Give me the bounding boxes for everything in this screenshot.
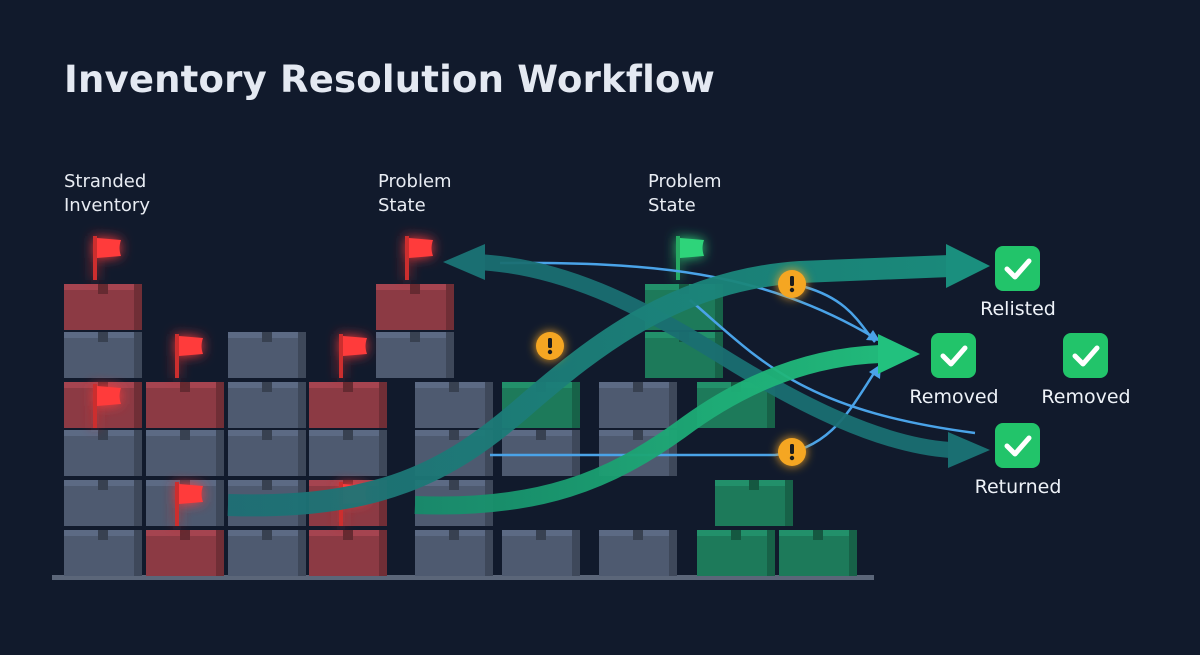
inventory-box bbox=[64, 530, 142, 576]
inventory-box bbox=[228, 382, 306, 428]
label-line: State bbox=[378, 195, 426, 216]
flow-arrows bbox=[227, 244, 990, 517]
inventory-box bbox=[309, 430, 387, 476]
check-badge-relisted bbox=[995, 246, 1040, 291]
inventory-box bbox=[64, 480, 142, 526]
flag-icon bbox=[339, 334, 367, 378]
inventory-box bbox=[502, 530, 580, 576]
inventory-box bbox=[415, 530, 493, 576]
teal-arrow-to-relisted bbox=[227, 255, 951, 517]
warning-icon bbox=[778, 438, 806, 466]
inventory-box bbox=[309, 382, 387, 428]
flag-icon bbox=[175, 482, 203, 526]
arrowhead bbox=[878, 334, 920, 374]
page-title: Inventory Resolution Workflow bbox=[64, 58, 716, 101]
inventory-box bbox=[309, 530, 387, 576]
outcome-removed-2: Removed bbox=[1041, 386, 1131, 408]
arrowhead bbox=[948, 432, 990, 468]
label-line: Problem bbox=[648, 171, 722, 192]
inventory-box bbox=[64, 332, 142, 378]
inventory-box bbox=[64, 284, 142, 330]
inventory-box bbox=[146, 530, 224, 576]
blue-arrow-line bbox=[689, 299, 976, 435]
outcome-returned: Returned bbox=[974, 476, 1062, 498]
outcome-relisted: Relisted bbox=[980, 298, 1056, 320]
check-badge-returned bbox=[995, 423, 1040, 468]
inventory-box bbox=[228, 430, 306, 476]
check-icon bbox=[1063, 333, 1108, 378]
check-icon bbox=[931, 333, 976, 378]
problem-state-label-2: Problem State bbox=[648, 170, 722, 218]
inventory-box bbox=[146, 382, 224, 428]
check-icon bbox=[995, 246, 1040, 291]
inventory-box bbox=[146, 430, 224, 476]
outcome-removed-1: Removed bbox=[909, 386, 999, 408]
label-line: Stranded bbox=[64, 171, 147, 192]
flag-icon bbox=[676, 236, 704, 280]
flag-icon bbox=[405, 236, 433, 280]
warning-icon bbox=[536, 332, 564, 360]
inventory-box bbox=[64, 430, 142, 476]
floor-line bbox=[52, 575, 874, 580]
stranded-inventory-label: Stranded Inventory bbox=[64, 170, 150, 218]
check-icon bbox=[995, 423, 1040, 468]
label-line: State bbox=[648, 195, 696, 216]
inventory-boxes bbox=[64, 284, 857, 576]
teal-arrow-to-returned bbox=[467, 254, 958, 458]
inventory-box bbox=[228, 530, 306, 576]
flag-icon bbox=[175, 334, 203, 378]
inventory-box bbox=[599, 382, 677, 428]
inventory-box bbox=[599, 530, 677, 576]
blue-arrow-line bbox=[804, 285, 876, 343]
inventory-box bbox=[715, 480, 793, 526]
check-badge-removed-1 bbox=[931, 333, 976, 378]
green-arrow-to-removed bbox=[414, 345, 881, 515]
inventory-box bbox=[376, 284, 454, 330]
arrowhead bbox=[866, 330, 880, 341]
arrowhead bbox=[946, 244, 990, 288]
blue-arrow-line bbox=[499, 261, 876, 340]
label-line: Problem bbox=[378, 171, 452, 192]
inventory-box bbox=[415, 382, 493, 428]
inventory-box bbox=[228, 332, 306, 378]
flag-icon bbox=[93, 384, 121, 428]
label-line: Inventory bbox=[64, 195, 150, 216]
inventory-box bbox=[376, 332, 454, 378]
inventory-box bbox=[502, 430, 580, 476]
warnings-layer bbox=[536, 270, 806, 466]
warning-icon bbox=[778, 270, 806, 298]
problem-state-label-1: Problem State bbox=[378, 170, 452, 218]
check-badge-removed-2 bbox=[1063, 333, 1108, 378]
inventory-box bbox=[779, 530, 857, 576]
inventory-box bbox=[697, 530, 775, 576]
flag-icon bbox=[93, 236, 121, 280]
arrowhead-left bbox=[443, 244, 485, 280]
